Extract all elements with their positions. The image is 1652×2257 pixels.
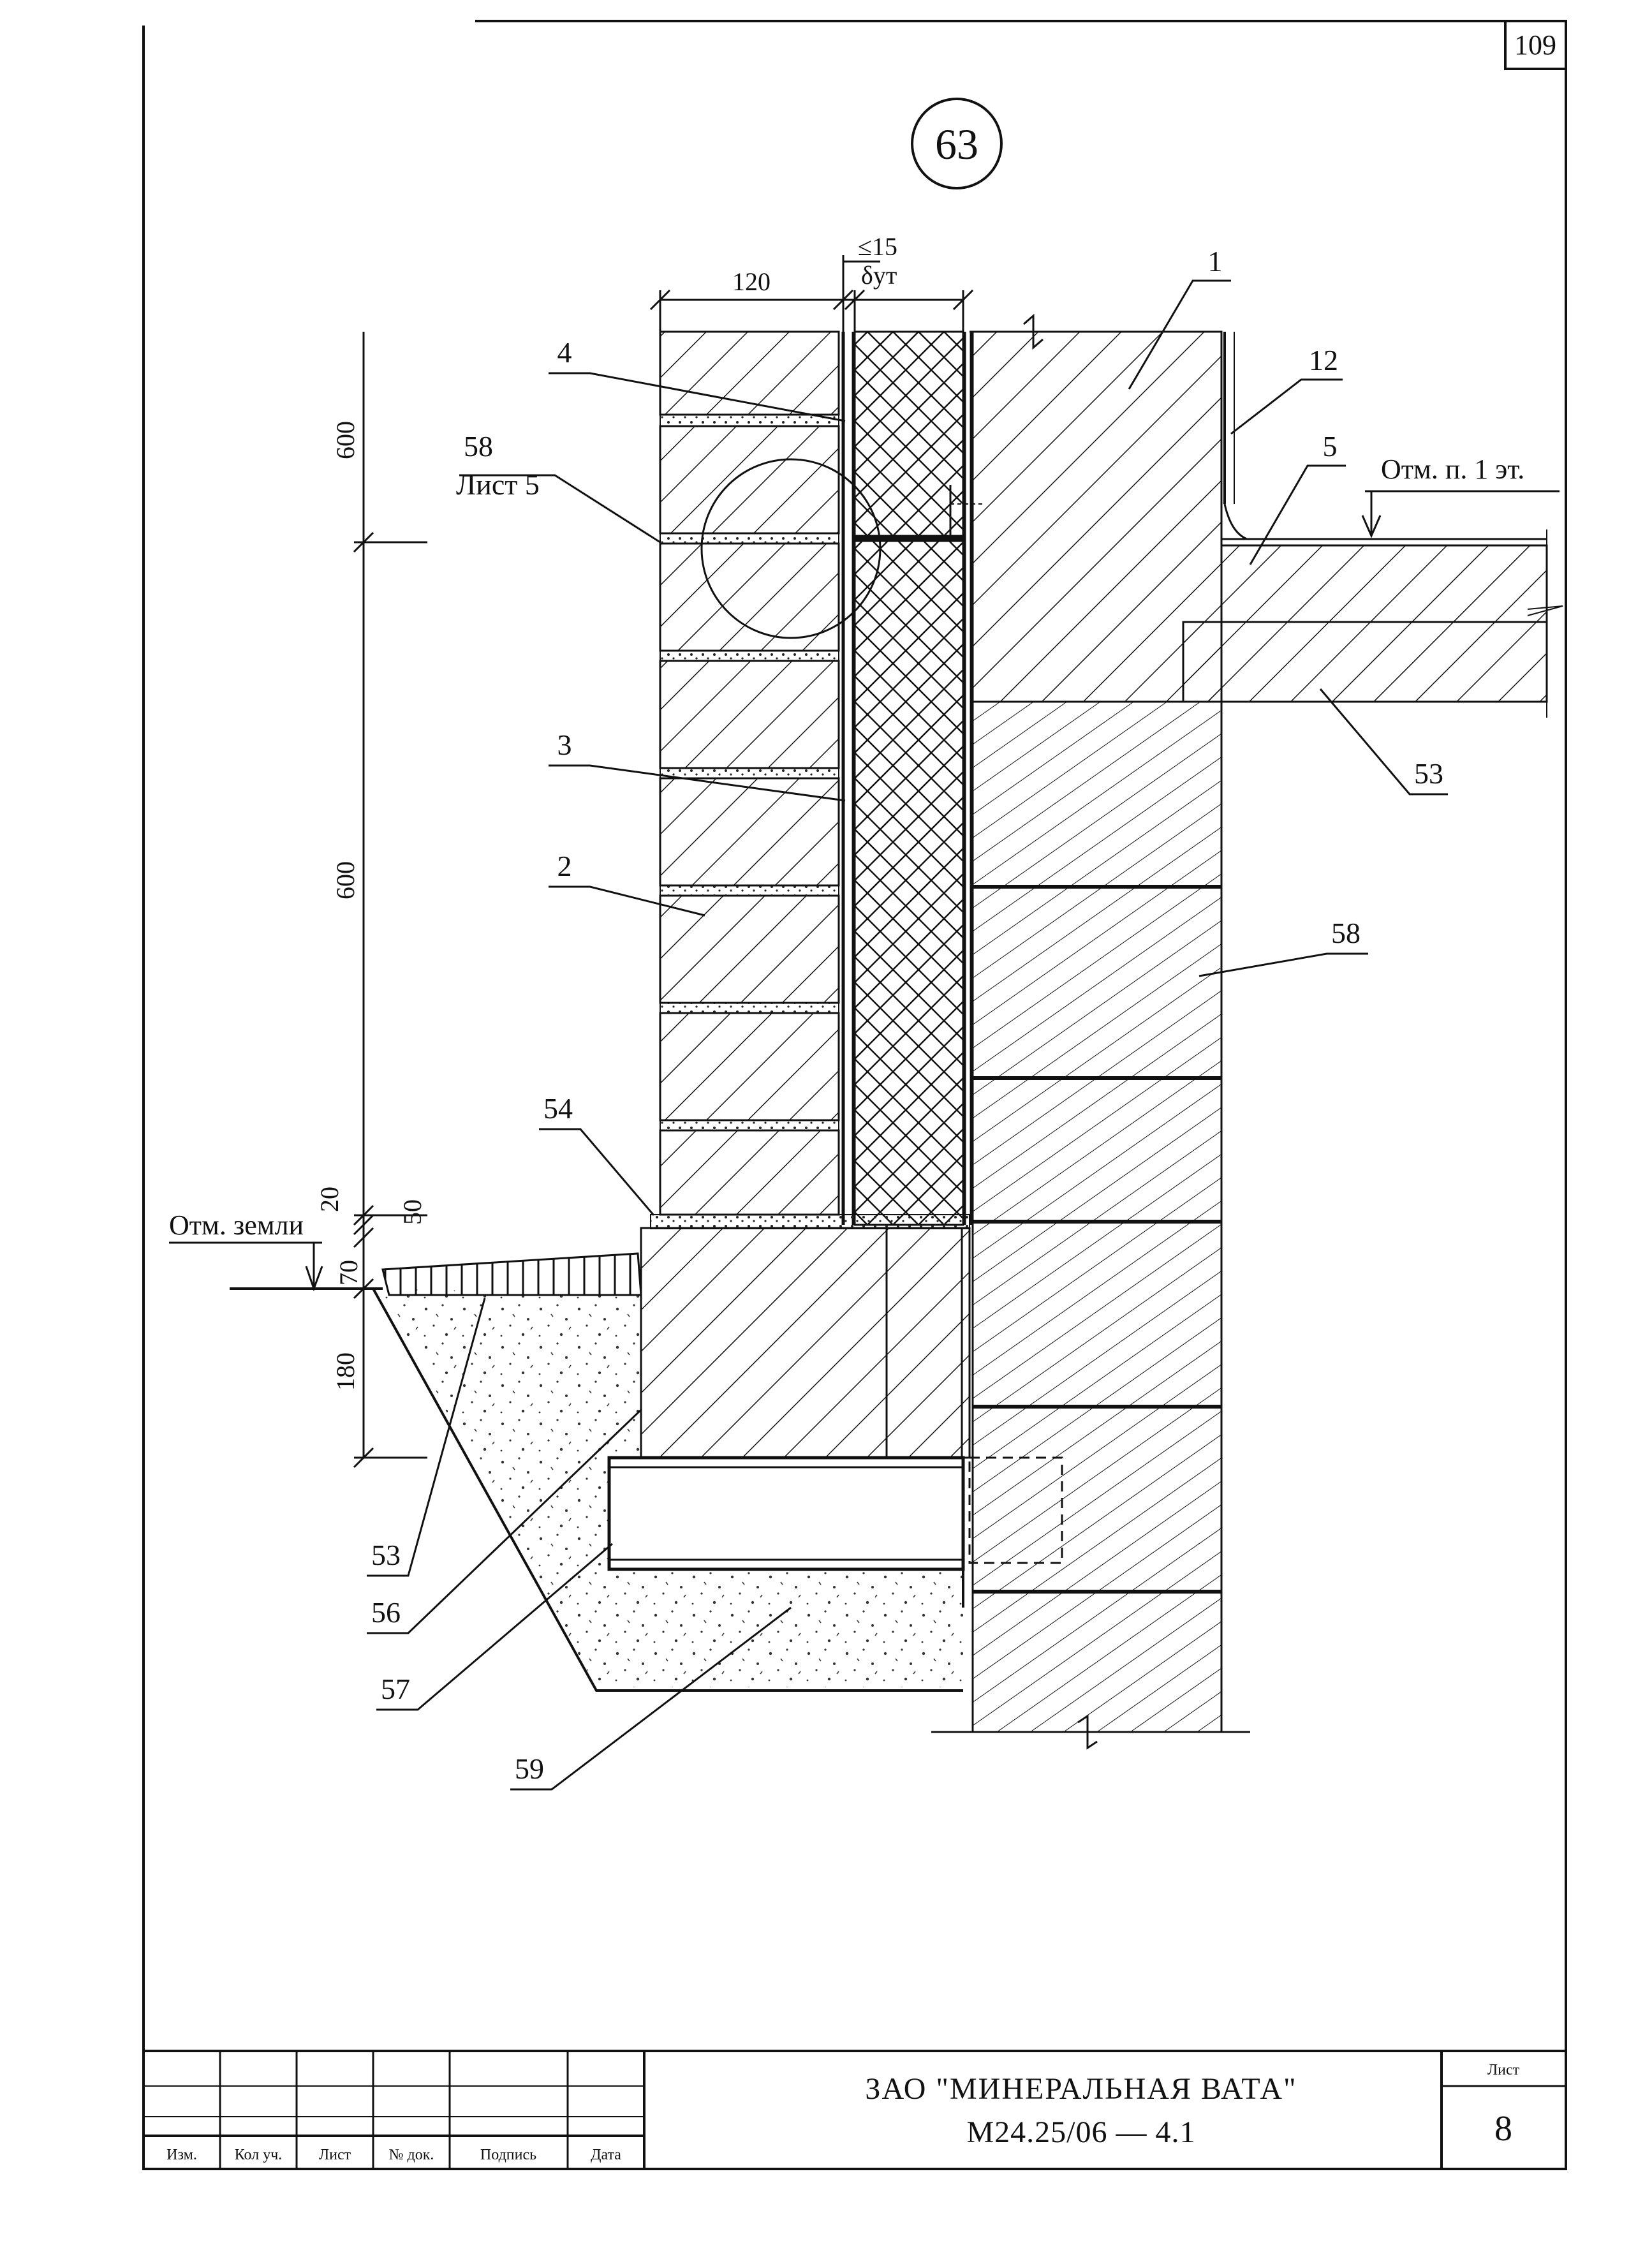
sheet-ref-label: Лист 5 bbox=[456, 468, 540, 501]
sheet-label: Лист bbox=[1487, 2062, 1520, 2078]
callout-4: 4 bbox=[557, 336, 572, 369]
callout-57: 57 bbox=[381, 1673, 410, 1705]
air-gap bbox=[841, 332, 855, 1225]
callout-2: 2 bbox=[557, 850, 572, 882]
callout-54: 54 bbox=[543, 1092, 573, 1125]
sheet-number: 8 bbox=[1494, 2109, 1512, 2149]
ground-level-label: Отм. земли bbox=[169, 1210, 304, 1241]
dim-insulation-thickness: δут bbox=[861, 261, 897, 290]
dim-gap-max: ≤15 bbox=[858, 232, 897, 261]
floor-level-label: Отм. п. 1 эт. bbox=[1381, 454, 1524, 485]
dim-70: 70 bbox=[334, 1260, 363, 1285]
sand-backfill bbox=[380, 1289, 963, 1687]
dim-180: 180 bbox=[331, 1352, 360, 1391]
dim-upper-height: 600 bbox=[331, 421, 360, 459]
backfill-boundary bbox=[372, 1288, 963, 1692]
plinth bbox=[640, 1227, 971, 1459]
insulation-layer bbox=[853, 330, 985, 1226]
facing-brick-wall bbox=[650, 330, 970, 1229]
callout-5: 5 bbox=[1323, 430, 1338, 463]
title-block bbox=[142, 2050, 1567, 2170]
organization-name: ЗАО "МИНЕРАЛЬНАЯ ВАТА" bbox=[865, 2072, 1297, 2106]
tb-col-date: Дата bbox=[591, 2147, 621, 2163]
tb-col-change: Изм. bbox=[166, 2147, 197, 2163]
document-code: М24.25/06 — 4.1 bbox=[966, 2115, 1195, 2149]
detail-number-circle bbox=[911, 98, 1003, 189]
dim-brick-width: 120 bbox=[732, 267, 771, 296]
foundation-beam bbox=[607, 1456, 1063, 1608]
callout-56: 56 bbox=[371, 1596, 401, 1629]
dimension-lines bbox=[353, 255, 974, 1469]
ground-level-marker bbox=[169, 1241, 323, 1292]
callout-leaders bbox=[367, 279, 1448, 1791]
detail-number: 63 bbox=[935, 120, 978, 168]
tb-col-signature: Подпись bbox=[480, 2147, 536, 2163]
page-number: 109 bbox=[1514, 29, 1556, 61]
floor-level-marker bbox=[1361, 490, 1560, 538]
tb-col-qty: Кол уч. bbox=[235, 2147, 283, 2163]
callout-59: 59 bbox=[515, 1752, 544, 1785]
detail-reference-circle bbox=[700, 458, 881, 639]
tb-col-sheet: Лист bbox=[319, 2147, 351, 2163]
blind-area bbox=[381, 1252, 642, 1296]
dim-20: 20 bbox=[315, 1187, 344, 1212]
page-number-box bbox=[1504, 20, 1567, 70]
callout-3: 3 bbox=[557, 729, 572, 761]
callout-1: 1 bbox=[1208, 245, 1223, 278]
dim-50: 50 bbox=[398, 1199, 427, 1225]
callout-53-left: 53 bbox=[371, 1539, 401, 1571]
callout-58: 58 bbox=[1331, 917, 1361, 949]
dim-lower-height: 600 bbox=[331, 861, 360, 899]
tb-col-doc: № док. bbox=[389, 2147, 434, 2163]
callout-58-ref: 58 bbox=[464, 430, 493, 463]
floor-slab bbox=[1182, 503, 1563, 718]
callout-53-right: 53 bbox=[1414, 757, 1443, 790]
callout-12: 12 bbox=[1309, 344, 1338, 376]
inner-wall bbox=[931, 313, 1250, 1750]
